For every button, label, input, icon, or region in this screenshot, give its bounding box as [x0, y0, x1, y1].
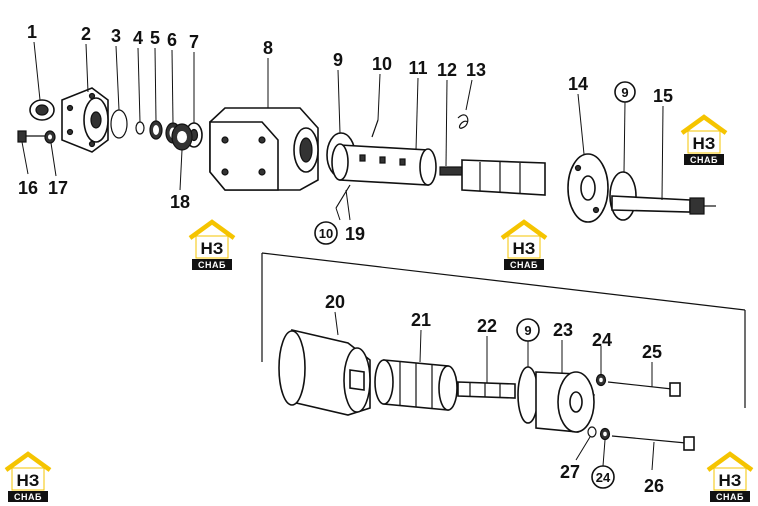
part-12-shaft: [439, 159, 546, 196]
svg-text:СНАБ: СНАБ: [198, 260, 226, 270]
callout-9-circled-top: 9: [614, 81, 636, 103]
svg-text:НЗ: НЗ: [201, 239, 224, 258]
part-18-bearing: [171, 123, 193, 151]
part-16-bolt: [17, 130, 46, 143]
callout-12: 12: [437, 60, 457, 80]
part-19-pin: [335, 184, 351, 209]
upper-assembly: [17, 87, 716, 223]
callout-13: 13: [466, 60, 486, 80]
callout-2: 2: [81, 24, 91, 44]
part-5-ring: [149, 120, 163, 140]
watermark-logo-4: НЗ СНАБ: [4, 451, 52, 502]
svg-text:СНАБ: СНАБ: [510, 260, 538, 270]
svg-text:НЗ: НЗ: [693, 134, 716, 153]
callout-5: 5: [150, 28, 160, 48]
callout-27: 27: [560, 462, 580, 482]
callout-7: 7: [189, 32, 199, 52]
part-17-washer: [44, 130, 56, 144]
part-26-bolt: [611, 435, 695, 451]
callout-3: 3: [111, 26, 121, 46]
part-21-rotor: [374, 359, 458, 411]
callout-9-circled-top-label: 9: [621, 85, 628, 100]
part-1-cap: [29, 99, 55, 121]
part-14-plate: [567, 153, 609, 223]
callout-24-circled: 24: [591, 465, 615, 489]
callouts: 1 2 3 4 5 6 7 8 9 10 11 12 13 14 9 15 16…: [18, 22, 673, 496]
part-4-ring: [135, 121, 145, 135]
leader-lines: [21, 41, 664, 471]
callout-6: 6: [167, 30, 177, 50]
part-9-gasket-c: [517, 366, 539, 424]
part-20-housing: [278, 328, 371, 416]
callout-23: 23: [553, 320, 573, 340]
callout-10-circled-label: 10: [319, 226, 333, 241]
svg-text:СНАБ: СНАБ: [716, 492, 744, 502]
callout-10-circled: 10: [314, 221, 338, 245]
part-10-pin: [371, 119, 379, 138]
part-23-end-cover: [535, 371, 595, 433]
svg-text:СНАБ: СНАБ: [690, 155, 718, 165]
part-11-rotor-sleeve: [331, 143, 437, 186]
callout-25: 25: [642, 342, 662, 362]
callout-20: 20: [325, 292, 345, 312]
callout-18: 18: [170, 192, 190, 212]
callout-9-circled-bottom-label: 9: [524, 323, 531, 338]
callout-26: 26: [644, 476, 664, 496]
callout-17: 17: [48, 178, 68, 198]
part-24-washer: [595, 373, 607, 387]
watermark-logo-2: НЗ СНАБ: [188, 219, 236, 270]
callout-10: 10: [372, 54, 392, 74]
callout-24-circled-label: 24: [596, 470, 611, 485]
watermark-logo-3: НЗ СНАБ: [500, 219, 548, 270]
part-15-long-shaft: [611, 195, 716, 215]
part-27-ring: [587, 426, 597, 438]
part-8-pump-body: [209, 107, 319, 191]
part-2-flange-cover: [61, 87, 109, 153]
watermark-logo-1: НЗ СНАБ: [680, 114, 728, 165]
svg-text:НЗ: НЗ: [17, 471, 40, 490]
callout-9: 9: [333, 50, 343, 70]
callout-15: 15: [653, 86, 673, 106]
callout-9-circled-bottom: 9: [516, 318, 540, 342]
callout-4: 4: [133, 28, 143, 48]
callout-24: 24: [592, 330, 612, 350]
svg-text:НЗ: НЗ: [719, 471, 742, 490]
part-24-washer-b: [599, 427, 611, 441]
part-22-shaft: [457, 381, 516, 399]
callout-16: 16: [18, 178, 38, 198]
lower-assembly: [261, 252, 746, 451]
svg-text:НЗ: НЗ: [513, 239, 536, 258]
callout-11: 11: [408, 58, 427, 78]
callout-21: 21: [411, 310, 431, 330]
callout-1: 1: [27, 22, 37, 42]
part-25-bolt: [607, 381, 681, 397]
callout-22: 22: [477, 316, 497, 336]
callout-19: 19: [345, 224, 365, 244]
watermark-logo-5: НЗ СНАБ: [706, 451, 754, 502]
svg-text:СНАБ: СНАБ: [14, 492, 42, 502]
callout-8: 8: [263, 38, 273, 58]
callout-14: 14: [568, 74, 588, 94]
part-13-clip: [457, 114, 469, 129]
part-3-o-ring: [110, 109, 128, 139]
